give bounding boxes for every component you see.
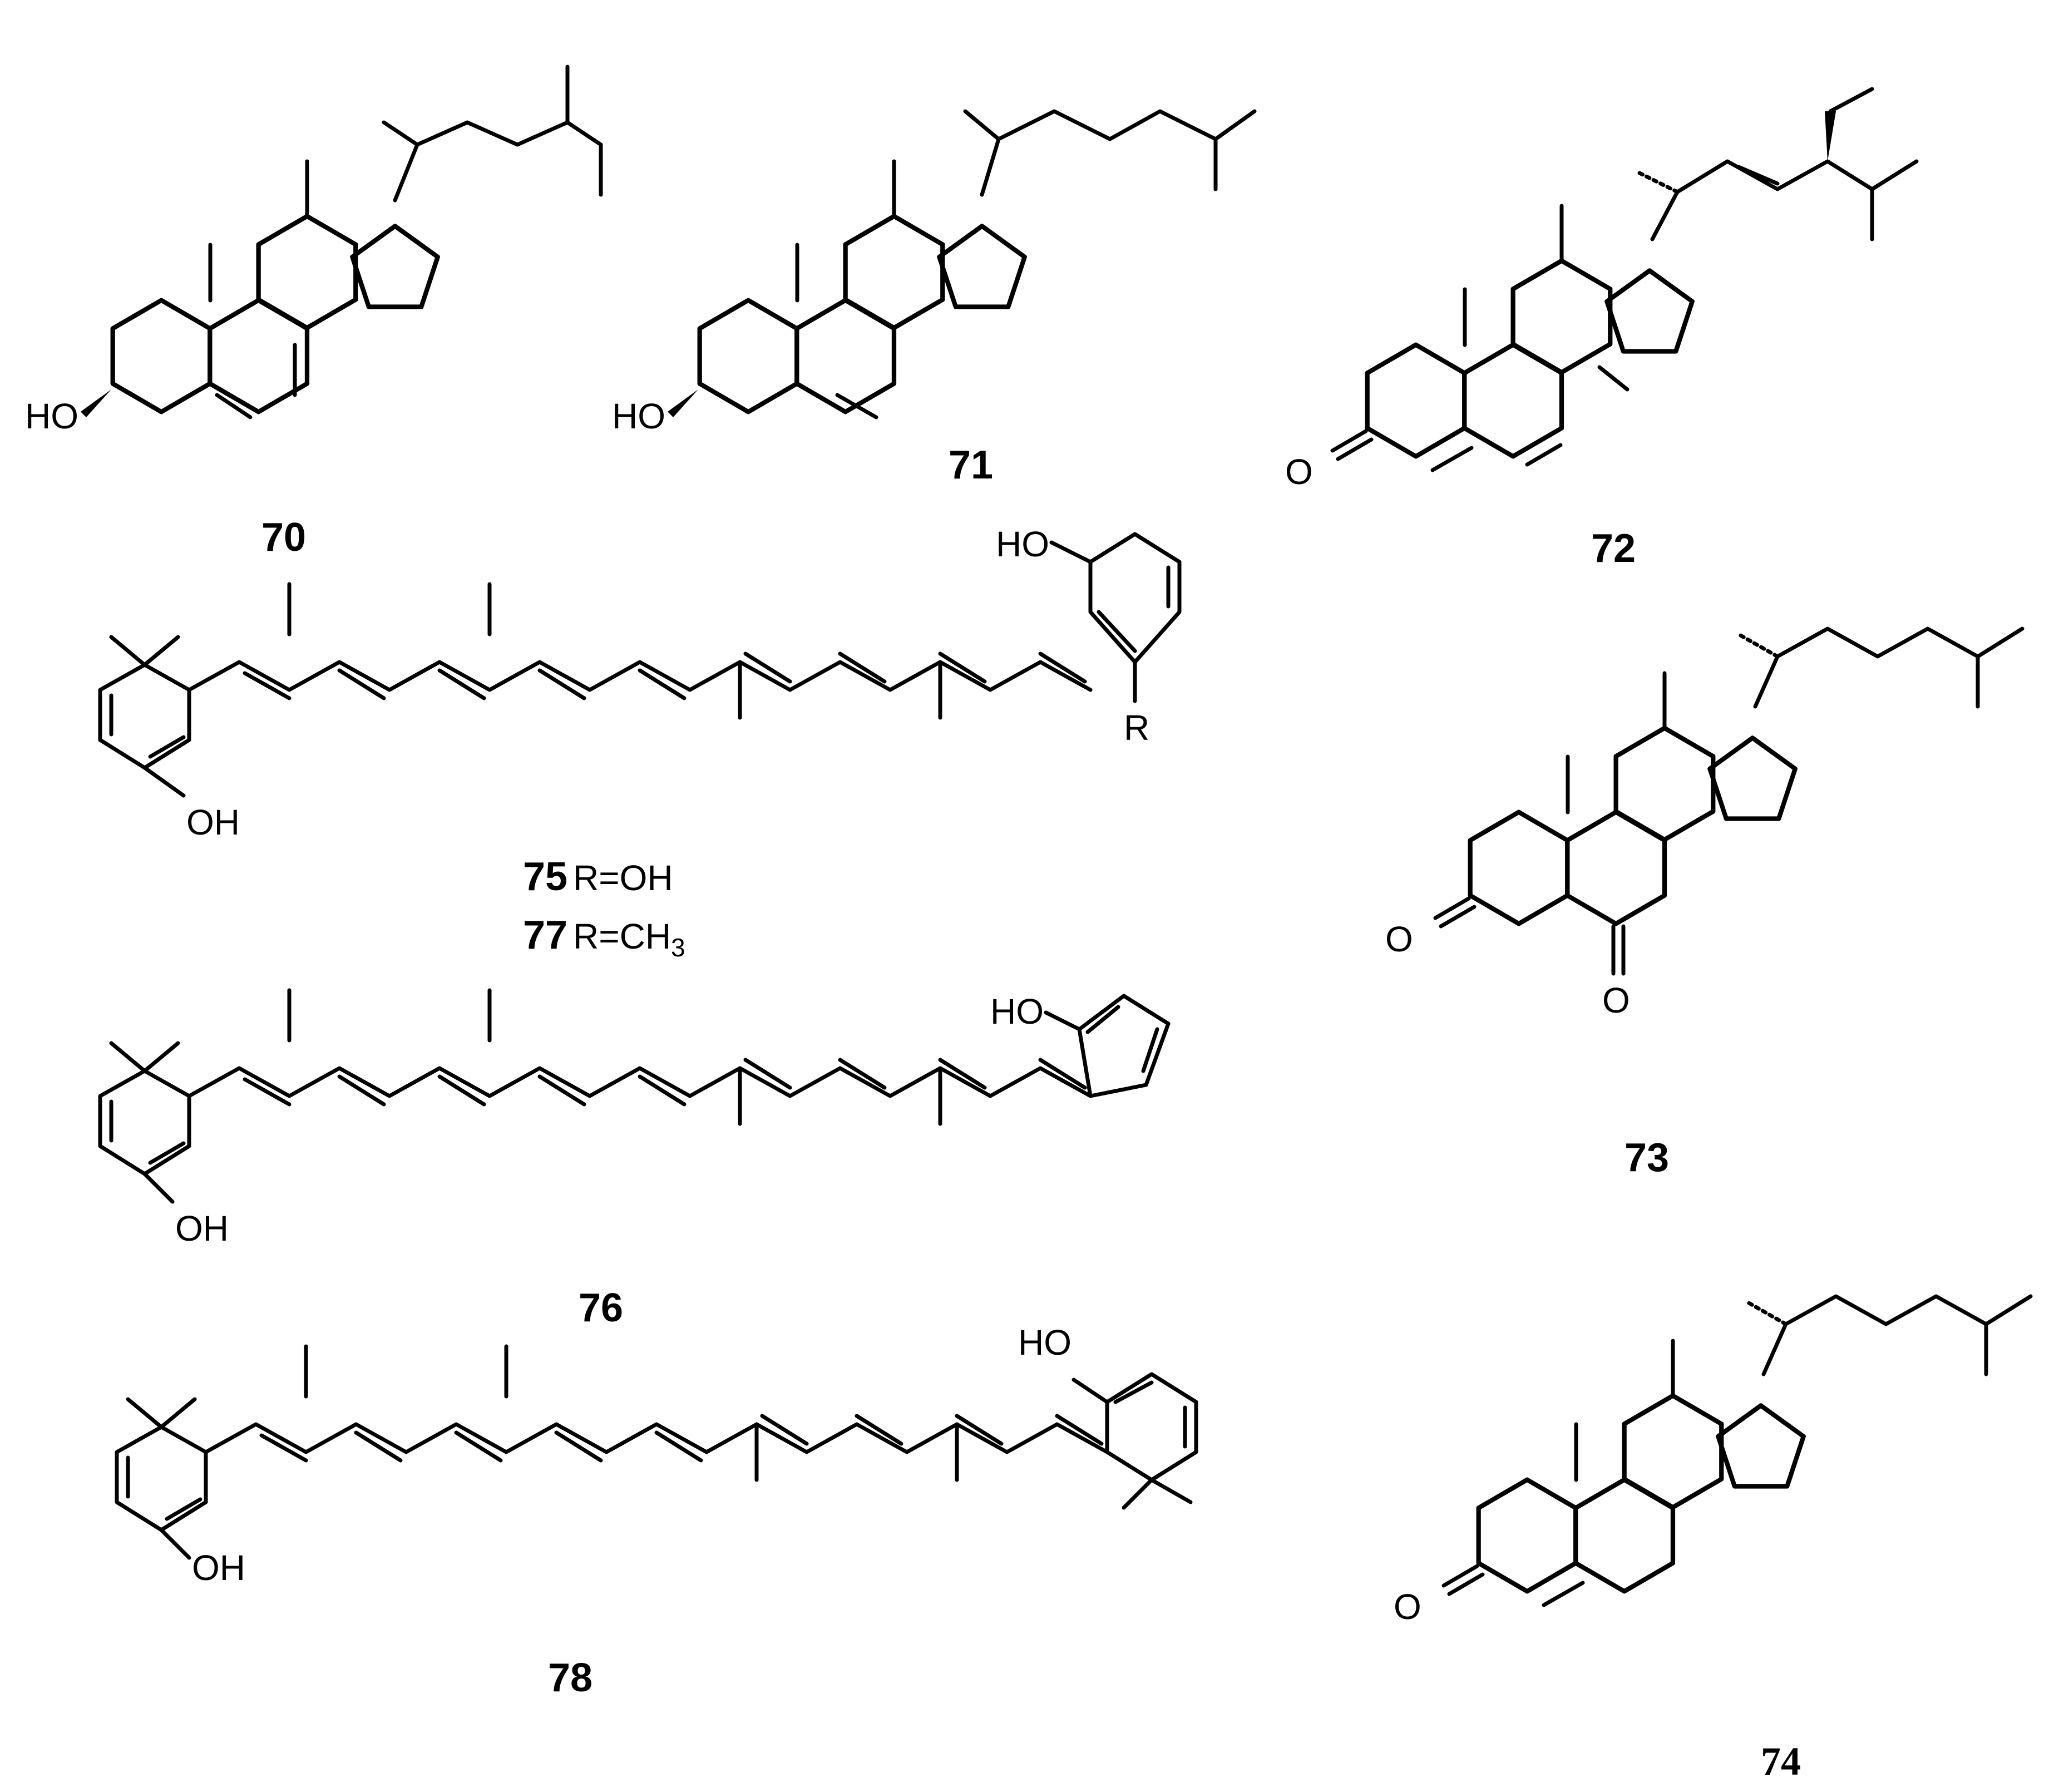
compound-id-72: 72 bbox=[1591, 526, 1636, 571]
compound-label-75: 75 R=OH bbox=[523, 855, 673, 899]
atom-label-oh: OH bbox=[192, 1548, 245, 1588]
compound-id-76: 76 bbox=[579, 1286, 623, 1330]
atom-label-o: O bbox=[1385, 919, 1413, 959]
substituent-77-subscript: 3 bbox=[671, 933, 685, 962]
compound-id-74: 74 bbox=[1761, 1739, 1801, 1784]
compound-id-70: 70 bbox=[261, 515, 306, 560]
atom-label-ho: HO bbox=[990, 991, 1044, 1031]
compound-id-77: 77 bbox=[523, 913, 567, 957]
compound-label-77: 77 R=CH3 bbox=[523, 913, 685, 962]
atom-label-o: O bbox=[1285, 452, 1313, 492]
structure-78: OH HO bbox=[115, 1322, 1198, 1588]
compound-id-73: 73 bbox=[1625, 1136, 1669, 1180]
structure-75-77: OH HO R bbox=[98, 524, 1182, 842]
structure-72: O bbox=[1285, 87, 1919, 492]
structure-73: O O bbox=[1385, 626, 2025, 1020]
substituent-77-base: R=CH bbox=[573, 916, 671, 956]
compound-id-75: 75 bbox=[523, 855, 567, 899]
atom-label-ho: HO bbox=[1018, 1322, 1072, 1362]
compound-id-71: 71 bbox=[949, 443, 993, 487]
atom-label-ho: HO bbox=[996, 524, 1049, 564]
atom-label-o: O bbox=[1602, 980, 1630, 1020]
substituent-77: R=CH3 bbox=[573, 916, 685, 962]
atom-label-ho: HO bbox=[612, 396, 665, 436]
atom-label-r: R bbox=[1124, 708, 1149, 748]
compound-id-78: 78 bbox=[548, 1656, 592, 1700]
atom-label-oh: OH bbox=[186, 802, 240, 842]
atom-label-o: O bbox=[1394, 1587, 1421, 1627]
structure-76: OH HO bbox=[98, 988, 1171, 1248]
substituent-75: R=OH bbox=[573, 858, 673, 898]
structure-71: HO bbox=[612, 109, 1257, 436]
structure-70: HO bbox=[25, 65, 603, 436]
atom-label-ho: HO bbox=[25, 396, 78, 436]
structure-74: O bbox=[1394, 1294, 2033, 1627]
atom-label-oh: OH bbox=[175, 1208, 229, 1248]
